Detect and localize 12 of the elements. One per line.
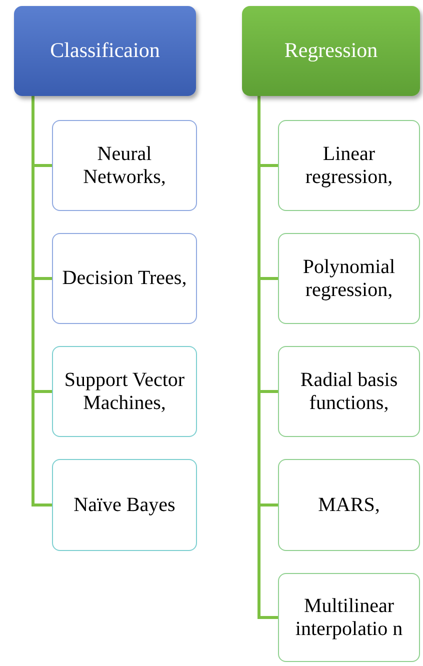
method-box: Decision Trees, bbox=[52, 233, 197, 324]
connector-line bbox=[32, 96, 52, 506]
method-box: Linear regression, bbox=[278, 120, 420, 211]
method-box: Polynomial regression, bbox=[278, 233, 420, 324]
category-header: Regression bbox=[242, 6, 420, 96]
category-header: Classificaion bbox=[14, 6, 196, 96]
method-box: Radial basis functions, bbox=[278, 346, 420, 437]
method-box: Multilinear interpolatio n bbox=[278, 573, 420, 662]
method-box: Naïve Bayes bbox=[52, 459, 197, 551]
method-box: Support Vector Machines, bbox=[52, 346, 197, 437]
method-box: MARS, bbox=[278, 459, 420, 551]
method-box: Neural Networks, bbox=[52, 120, 197, 211]
